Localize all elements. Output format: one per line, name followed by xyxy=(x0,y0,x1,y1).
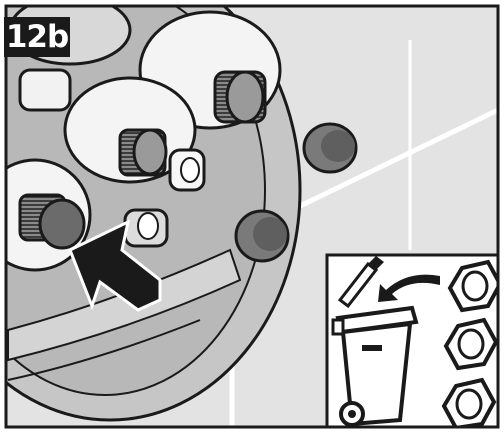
valve-lower-left xyxy=(6,158,92,272)
image-frame xyxy=(4,4,500,429)
valve-center xyxy=(63,76,206,192)
trash-bin-icon xyxy=(331,305,419,427)
removed-part-icon xyxy=(337,256,384,309)
disposal-inset xyxy=(325,253,498,427)
protective-cap xyxy=(38,198,86,250)
dispose-arrow-icon xyxy=(378,274,440,302)
screw-cap-icon xyxy=(443,317,498,371)
pipe-stub xyxy=(123,208,169,248)
screw-cap-icon xyxy=(447,259,498,313)
loose-cap xyxy=(302,122,358,174)
push-arrow-icon xyxy=(68,219,162,312)
screw-cap-icon xyxy=(441,377,497,427)
step-number-badge: 12b xyxy=(4,17,70,57)
loose-cap xyxy=(234,209,290,263)
